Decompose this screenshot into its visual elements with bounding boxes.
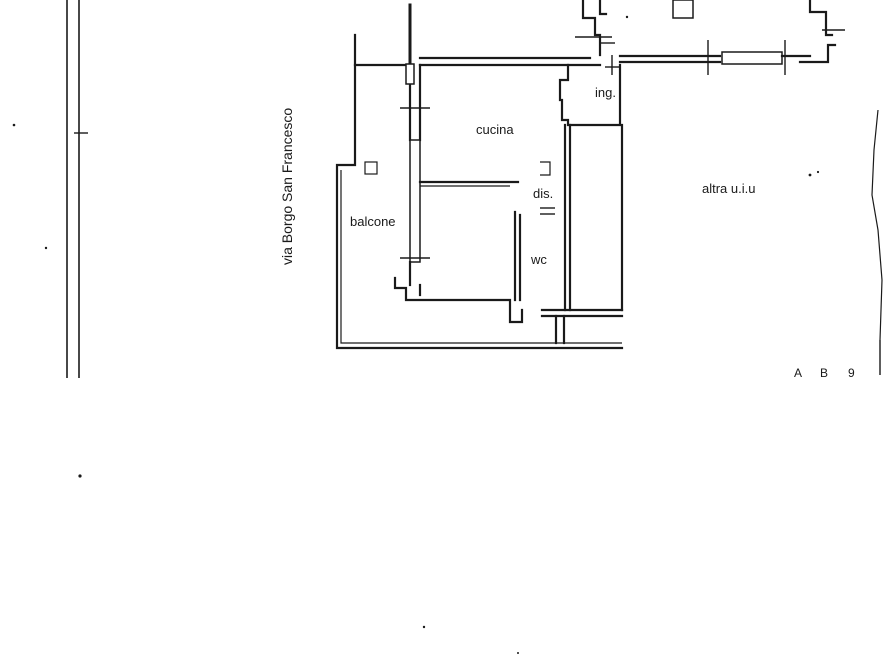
room-label-balcony: balcone — [350, 214, 396, 229]
corridor-window — [721, 51, 783, 65]
street-edge-lines — [66, 0, 88, 378]
interior-walls — [393, 63, 624, 345]
balcony-drain — [364, 161, 378, 175]
kitchen-window — [409, 139, 421, 263]
scan-marks — [12, 15, 820, 654]
entrance-area — [575, 0, 845, 75]
mark-b: B — [820, 366, 828, 380]
balcony-door-frame — [405, 63, 415, 85]
upper-door — [672, 0, 694, 19]
building-perimeter — [335, 3, 624, 350]
room-label-neighbor: altra u.i.u — [702, 181, 755, 196]
kitchen-balcony-wall — [400, 63, 430, 287]
neighbor-boundary — [871, 109, 883, 375]
room-label-toilet: wc — [530, 252, 547, 267]
mark-a: A — [794, 366, 802, 380]
room-label-hallway: dis. — [533, 186, 553, 201]
room-label-kitchen: cucina — [476, 122, 514, 137]
mark-c: 9 — [848, 366, 855, 380]
street-name-label: via Borgo San Francesco — [279, 108, 295, 265]
room-label-entrance: ing. — [595, 85, 616, 100]
